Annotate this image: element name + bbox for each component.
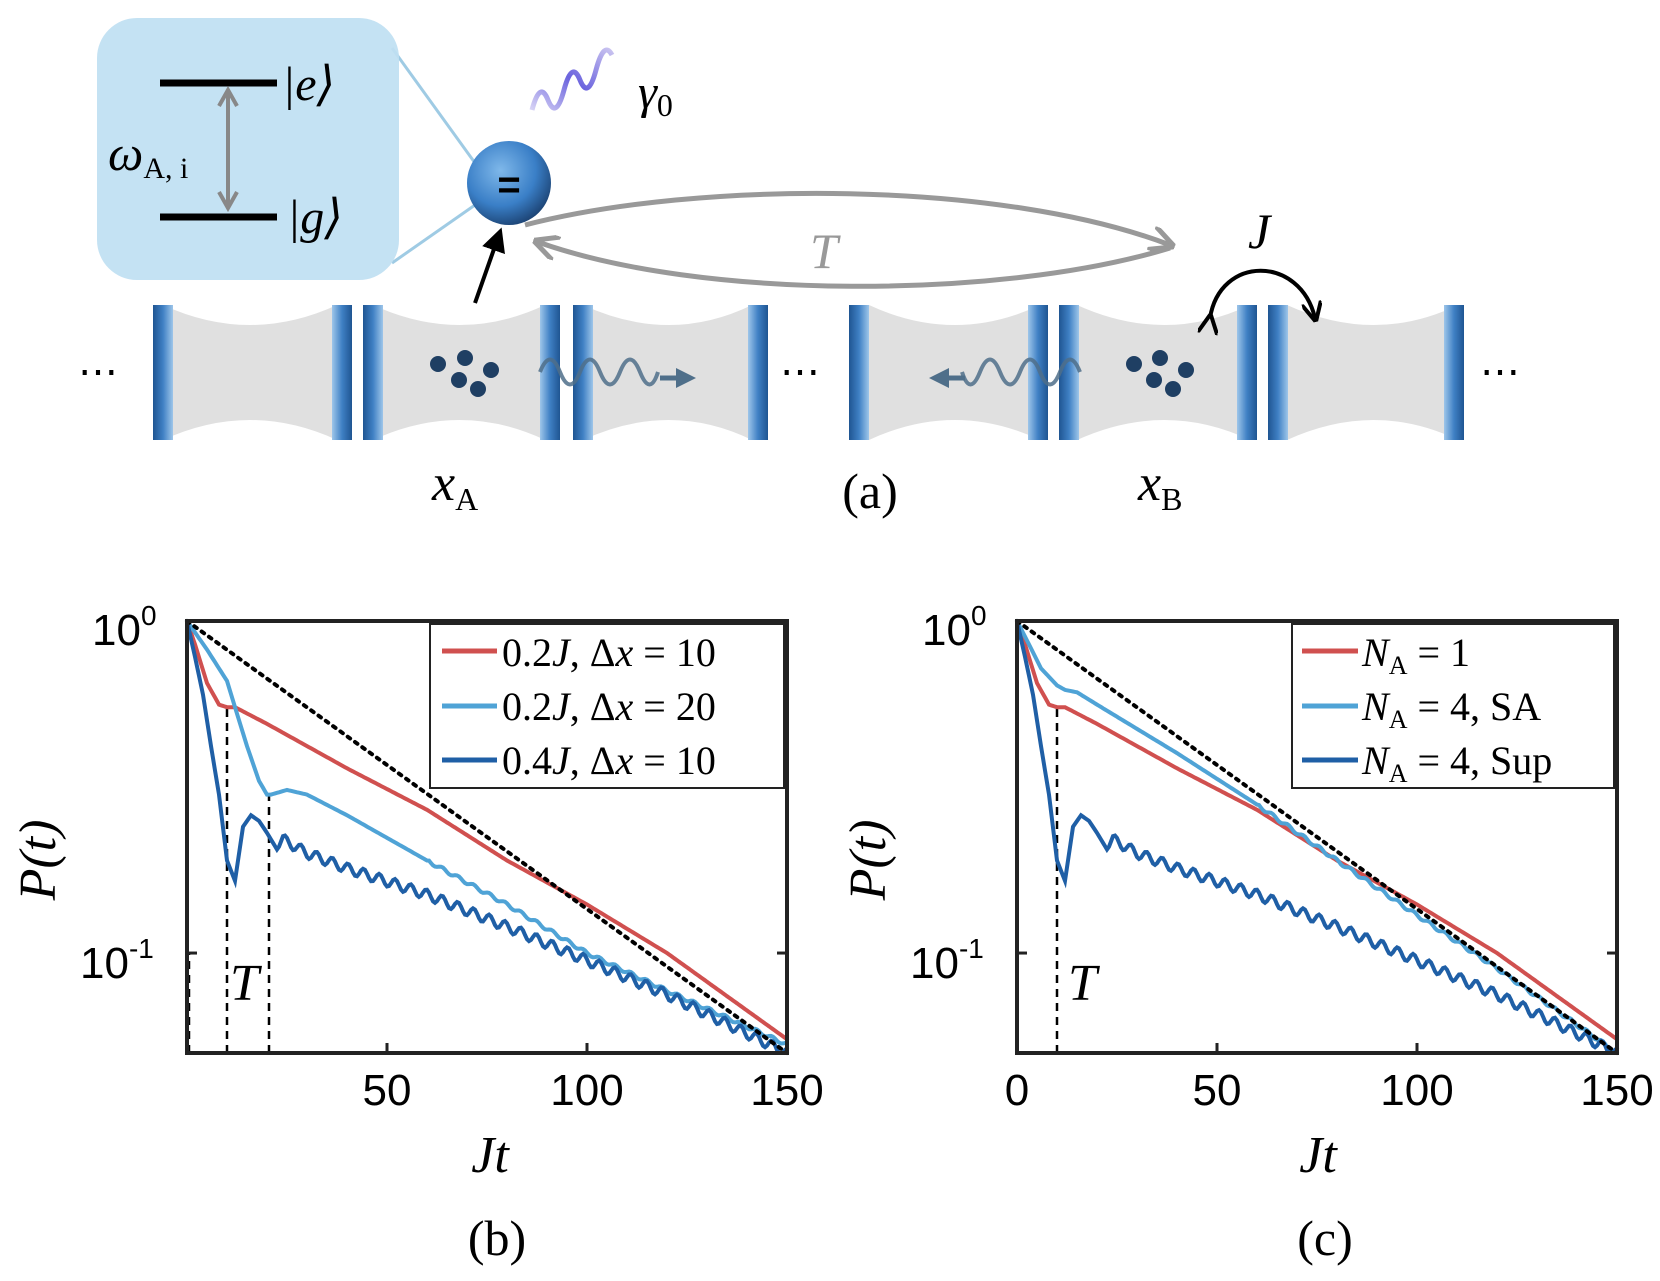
legend-entry: NA = 1 [1361,630,1470,680]
axes-frame-b [185,619,789,1055]
mirror [1444,305,1464,440]
cavity-array [163,305,1458,440]
panel-c-chart: 100 10-1 0 50 100 150 P(t) Jt (c) T NA = 1 … [840,600,1654,1266]
plot-area-c [1015,619,1619,1055]
hopping-label: J [1248,203,1273,259]
reference-dotted-line [185,619,789,1055]
photon-wave-right [538,357,660,387]
legend-c: NA = 1 NA = 4, SA NA = 4, Sup [1291,623,1615,789]
x-tick-label: 50 [1193,1066,1242,1115]
series-line-2 [185,619,789,1055]
series-line-0 [185,619,789,1042]
y-axis-label-b: P(t) [10,820,67,902]
xtick-labels-c: 0 50 100 150 [1005,1066,1654,1115]
cavity-1 [163,305,337,440]
x-tick-label: 50 [363,1066,412,1115]
series-line-2 [1015,619,1619,1055]
time-delay-arc-upper [524,190,1170,245]
legend-entry: 0.2J, Δx = 10 [502,630,716,675]
hopping-arrow [1210,268,1315,318]
mirror [573,305,593,440]
atom-cluster-b [1126,350,1194,397]
x-axis-label-b: Jt [471,1127,510,1184]
inset-connector [391,203,476,265]
x-tick-label: 100 [1380,1066,1453,1115]
level-g-label: |g⟩ [287,191,343,244]
inset-connector [390,47,477,164]
xb-label: xB [1137,455,1182,517]
x-tick-label: 100 [550,1066,623,1115]
ytick-label-top: 100 [92,600,157,655]
mirror [1268,305,1288,440]
cavity-6 [1287,305,1458,440]
cavity-3 [583,305,752,440]
mirror [1028,305,1048,440]
xa-label: xA [431,455,478,517]
legend-entry: 0.2J, Δx = 20 [502,684,716,729]
mirror [1237,305,1257,440]
mirror [1059,305,1079,440]
panel-a-label: (a) [842,463,898,519]
mirror [849,305,869,440]
mirror [363,305,383,440]
xtick-labels-b: 50 100 150 [363,1066,824,1115]
legend-entry: NA = 4, SA [1361,684,1541,734]
x-axis-label-c: Jt [1299,1127,1338,1184]
axes-frame-c [1015,619,1619,1055]
ytick-label-top: 100 [922,600,987,655]
mirror [540,305,560,440]
cavity-5 [1077,305,1250,440]
panel-b-chart: 100 10-1 50 100 150 P(t) Jt (b) T 0.2J, Δx… [10,600,824,1266]
x-tick-label: 150 [750,1066,823,1115]
series-line-0 [1015,619,1619,1042]
mirror [748,305,768,440]
photon-wave-left [960,357,1082,387]
legend-entry: 0.4J, Δx = 10 [502,738,716,783]
atom-cluster-a [430,350,499,397]
y-axis-label-c: P(t) [840,820,897,902]
retardation-label-c: T [1068,955,1100,1012]
ytick-label-bottom: 10-1 [910,933,984,988]
ellipsis-right: ⋯ [1480,349,1520,394]
mirror [153,305,173,440]
level-e-label: |e⟩ [282,58,335,111]
omega-label: ωA, i [108,125,188,185]
legend-entry: NA = 4, Sup [1361,738,1552,788]
series-line-1 [185,619,789,1046]
gamma0-label: γ0 [638,66,673,123]
mirror [332,305,352,440]
time-delay-label: T [810,223,841,279]
panel-a-schematic: ⋯ ⋯ ⋯ |e⟩ |g⟩ ωA, i = γ0 T J xA xB (a) [78,18,1520,519]
series-line-1 [1015,619,1619,1054]
ellipsis-middle: ⋯ [780,349,820,394]
reference-dotted-line [1015,619,1619,1055]
retardation-label-b: T [230,955,262,1012]
ellipsis-left: ⋯ [78,349,118,394]
atom-pointer-arrow [473,227,505,304]
emitted-photon [529,47,615,111]
panel-c-label: (c) [1297,1210,1353,1266]
x-tick-label: 0 [1005,1066,1029,1115]
ytick-label-bottom: 10-1 [80,933,154,988]
cavity-4 [869,305,1040,440]
atom-symbol: = [497,163,520,207]
atom-sphere [467,141,551,225]
mirrors [153,305,1464,440]
x-tick-label: 150 [1580,1066,1653,1115]
time-delay-arc-lower [538,242,1171,289]
legend-b: 0.2J, Δx = 10 0.2J, Δx = 20 0.4J, Δx = 1… [429,623,785,789]
panel-b-label: (b) [468,1210,526,1266]
